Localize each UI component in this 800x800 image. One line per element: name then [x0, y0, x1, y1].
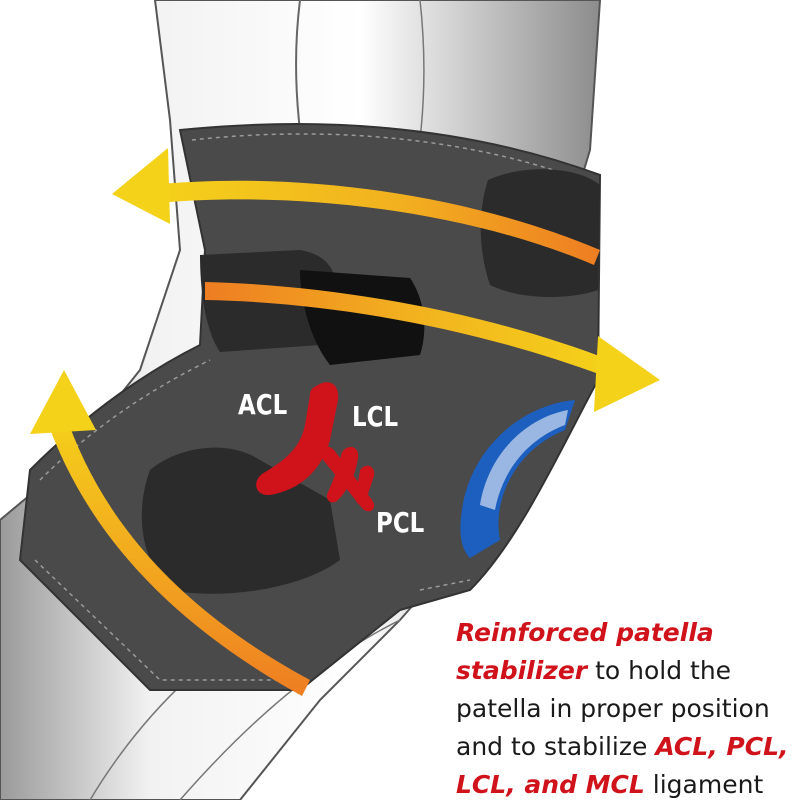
caption-line-2: stabilizer to hold the [456, 652, 796, 690]
caption-text: ligament [644, 770, 764, 799]
acl-label: ACL [238, 388, 288, 421]
caption-highlight: Reinforced patella [456, 618, 714, 647]
caption-text: patella in proper position [456, 694, 770, 723]
caption-line-4: and to stabilize ACL, PCL, [456, 728, 796, 766]
caption-line-5: LCL, and MCL ligament [456, 766, 796, 800]
compression-arrow-upper [112, 148, 600, 265]
caption-text: and to stabilize [456, 732, 656, 761]
caption-highlight: stabilizer [456, 656, 588, 685]
acl-ligament [256, 382, 339, 496]
patella-stabilizer-ring [460, 400, 575, 558]
caption-highlight: LCL, and MCL [456, 770, 645, 799]
pcl-label: PCL [376, 506, 425, 539]
compression-arrow-middle [205, 282, 660, 412]
compression-arrow-lower [30, 370, 310, 696]
lcl-label: LCL [352, 400, 399, 433]
ligament-illustration [256, 382, 375, 512]
caption-line-1: Reinforced patella [456, 614, 796, 652]
caption-text: to hold the [587, 656, 732, 685]
feature-caption: Reinforced patella stabilizer to hold th… [456, 614, 796, 800]
caption-line-3: patella in proper position [456, 690, 796, 728]
caption-highlight: ACL, PCL, [655, 732, 789, 761]
